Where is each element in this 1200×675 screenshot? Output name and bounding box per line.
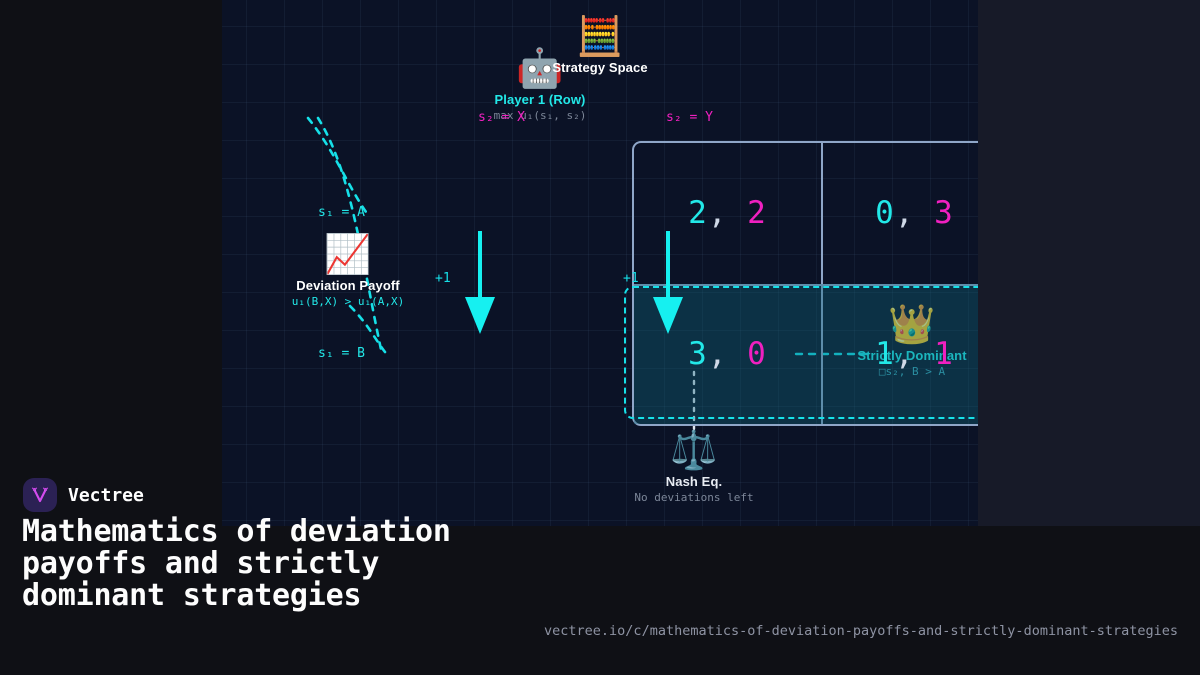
page-url: vectree.io/c/mathematics-of-deviation-pa… <box>544 623 1178 639</box>
right-side-panel <box>978 0 1200 526</box>
deviation-gain-label-y: +1 <box>623 271 639 286</box>
matrix-col-label-y: s₂ = Y <box>666 110 713 125</box>
matrix-cell-a-x[interactable]: 2, 2 <box>634 143 821 284</box>
payoff-matrix: 2, 2 0, 3 3, 0 1, 1 <box>632 141 978 426</box>
strictly-dominant-highlight-band <box>624 286 978 419</box>
node-player-1[interactable]: 🤖 Player 1 (Row) max u₁(s₁, s₂) <box>460 50 620 122</box>
payoff-separator: , <box>894 335 915 372</box>
matrix-cell-b-y[interactable]: 1, 1 <box>821 283 978 424</box>
node-nash-equilibrium-title: Nash Eq. <box>665 474 723 489</box>
node-deviation-payoff[interactable]: 📈 Deviation Payoff u₁(B,X) > u₁(A,X) <box>238 236 458 308</box>
arrow-shaft <box>478 231 482 299</box>
deviation-gain-label-x: +1 <box>435 271 451 286</box>
payoff-p1: 2 <box>688 195 708 232</box>
node-deviation-payoff-title: Deviation Payoff <box>296 278 400 293</box>
arrow-shaft <box>666 231 670 299</box>
payoff-separator: , <box>894 195 915 232</box>
brand-row: Vectree <box>23 478 144 512</box>
node-player-1-formula: max u₁(s₁, s₂) <box>493 109 587 122</box>
payoff-p2: 3 <box>934 195 954 232</box>
robot-icon: 🤖 <box>516 48 564 90</box>
crown-icon: 👑 <box>888 304 936 346</box>
node-strategy-space-title: Strategy Space <box>552 60 648 75</box>
node-strategy-space[interactable]: 🧮 Strategy Space <box>520 18 680 75</box>
abacus-icon: 🧮 <box>576 16 624 58</box>
deviation-arrow-x: +1 <box>435 231 510 336</box>
balance-scale-icon: ⚖️ <box>670 430 718 472</box>
payoff-p2: 2 <box>747 195 767 232</box>
payoff-p1: 3 <box>688 335 708 372</box>
brand-name: Vectree <box>68 484 144 506</box>
diagram-canvas: 🤖 Player 1 (Row) max u₁(s₁, s₂) 🧮 Strate… <box>222 0 978 526</box>
payoff-p2: 0 <box>747 335 767 372</box>
node-nash-equilibrium-subtitle: No deviations left <box>634 491 754 504</box>
page-title: Mathematics of deviation payoffs and str… <box>22 514 451 613</box>
chart-increasing-icon: 📈 <box>324 234 372 276</box>
arrow-head <box>653 297 683 334</box>
vectree-logo-icon <box>23 478 57 512</box>
matrix-cell-a-y[interactable]: 0, 3 <box>821 143 978 284</box>
payoff-p1: 0 <box>875 195 895 232</box>
payoff-separator: , <box>707 195 728 232</box>
deviation-arrow-y: +1 <box>623 231 698 336</box>
arrow-head <box>465 297 495 334</box>
matrix-row-label-a: s₁ = A <box>318 205 365 220</box>
node-strictly-dominant-formula: □s₂, B > A <box>878 365 946 378</box>
matrix-horizontal-divider <box>634 283 978 286</box>
payoff-separator: , <box>707 335 728 372</box>
node-strictly-dominant-title: Strictly Dominant <box>857 348 967 363</box>
matrix-col-label-x: s₂ = X <box>478 110 525 125</box>
node-nash-equilibrium[interactable]: ⚖️ Nash Eq. No deviations left <box>614 432 774 504</box>
node-deviation-payoff-formula: u₁(B,X) > u₁(A,X) <box>291 295 405 308</box>
node-strictly-dominant[interactable]: 👑 Strictly Dominant □s₂, B > A <box>812 306 978 378</box>
payoff-p2: 1 <box>934 335 954 372</box>
matrix-row-label-b: s₁ = B <box>318 346 365 361</box>
payoff-p1: 1 <box>875 335 895 372</box>
node-player-1-title: Player 1 (Row) <box>494 92 586 107</box>
